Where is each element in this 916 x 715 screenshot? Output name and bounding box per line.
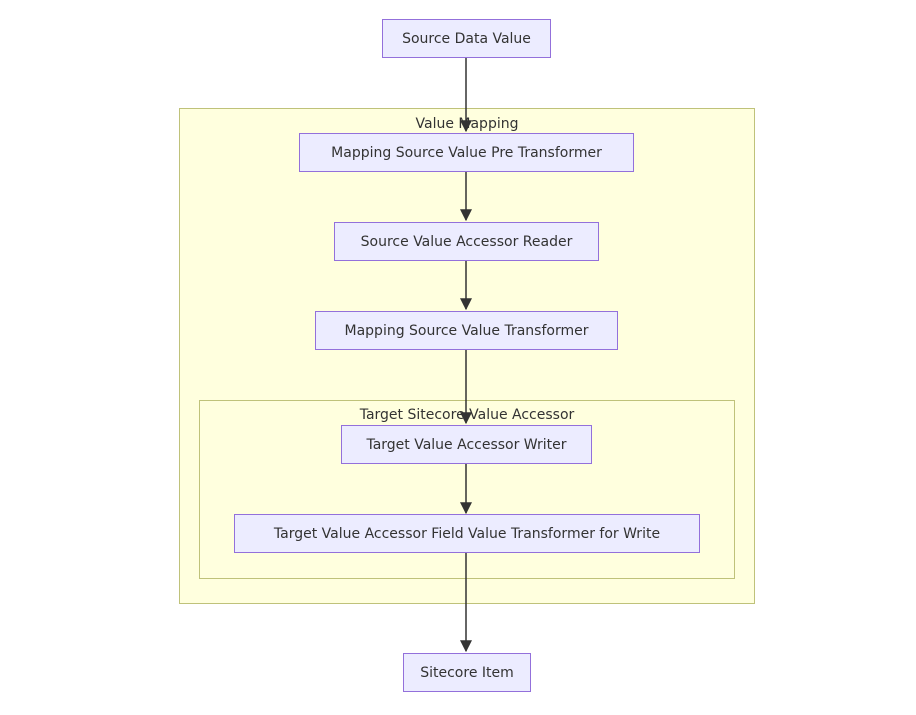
node-source-data-value: Source Data Value	[382, 19, 551, 58]
node-mapping-source-value-transformer: Mapping Source Value Transformer	[315, 311, 618, 350]
node-sitecore-item: Sitecore Item	[403, 653, 531, 692]
cluster-value-mapping-title: Value Mapping	[415, 116, 519, 132]
node-source-value-accessor-reader: Source Value Accessor Reader	[334, 222, 599, 261]
node-target-value-accessor-writer: Target Value Accessor Writer	[341, 425, 592, 464]
node-target-value-accessor-field-value-transformer-for-write: Target Value Accessor Field Value Transf…	[234, 514, 700, 553]
node-mapping-source-value-pre-transformer: Mapping Source Value Pre Transformer	[299, 133, 634, 172]
cluster-target-sitecore-value-accessor-title: Target Sitecore Value Accessor	[359, 407, 575, 423]
